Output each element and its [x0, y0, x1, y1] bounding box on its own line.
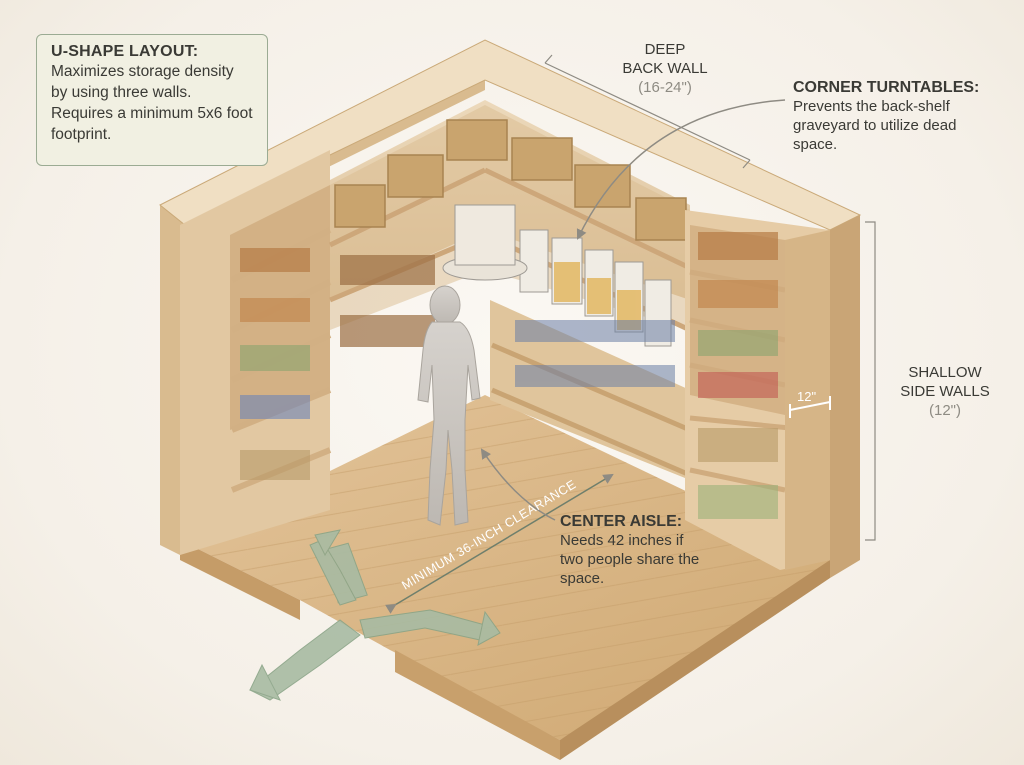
back-wall-line1: DEEP [644, 41, 686, 58]
side-walls-line2: SIDE WALLS [900, 383, 990, 400]
back-wall-dim: (16-24") [638, 79, 692, 96]
aisle-title: CENTER AISLE: [560, 513, 683, 530]
u-shape-title: U-SHAPE LAYOUT: [51, 43, 199, 60]
depth-marker-line [789, 396, 831, 418]
side-walls-bracket [865, 221, 876, 541]
right-shelving [685, 210, 831, 570]
back-wall-label: DEEP BACK WALL (16-24") [610, 40, 720, 97]
lower-shelving [490, 300, 691, 480]
clearance-arrow [385, 473, 614, 614]
depth-marker-label: 12" [797, 389, 816, 404]
corner-title: CORNER TURNTABLES: [793, 79, 980, 96]
side-walls-label: SHALLOW SIDE WALLS (12") [880, 363, 1010, 420]
back-shelving [328, 105, 692, 347]
corner-turntable-arrow [576, 99, 786, 240]
u-shape-callout: U-SHAPE LAYOUT: Maximizes storage densit… [36, 34, 268, 166]
corner-body: Prevents the back-shelf graveyard to uti… [793, 98, 957, 153]
back-wall-line2: BACK WALL [622, 60, 708, 77]
u-shape-body: Maximizes storage density by using three… [51, 63, 253, 143]
corner-turntables-label: CORNER TURNTABLES: Prevents the back-she… [793, 78, 993, 154]
center-aisle-label: CENTER AISLE: Needs 42 inches if two peo… [560, 512, 700, 588]
circulation-arrows [249, 529, 501, 701]
left-shelving [180, 150, 332, 555]
aisle-arrow [480, 448, 556, 521]
back-wall-bracket [544, 54, 751, 169]
aisle-body: Needs 42 inches if two people share the … [560, 532, 700, 587]
side-walls-dim: (12") [929, 402, 961, 419]
side-walls-line1: SHALLOW [908, 364, 982, 381]
